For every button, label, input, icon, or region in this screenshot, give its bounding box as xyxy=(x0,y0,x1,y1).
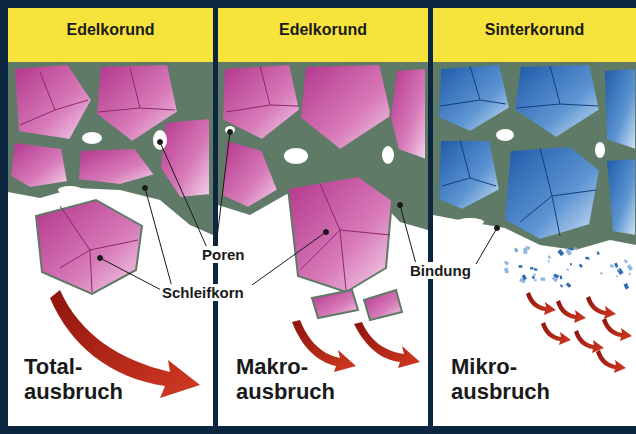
header-text: Edelkorund xyxy=(66,21,154,39)
caption-holder: Makro- ausbruch xyxy=(236,354,366,404)
pink-grains xyxy=(10,64,426,320)
blue-facets xyxy=(440,66,598,236)
header-band: Sinterkorund xyxy=(433,8,636,62)
part-label: Schleifkorn xyxy=(160,284,246,301)
micro-arrows xyxy=(526,292,632,373)
header-band: Edelkorund xyxy=(218,8,428,62)
caption-holder: Total- ausbruch xyxy=(24,354,154,404)
pores xyxy=(58,126,394,194)
breakout-label: Mikro- ausbruch xyxy=(451,354,581,404)
caption-holder: Mikro- ausbruch xyxy=(451,354,581,404)
part-label: Bindung xyxy=(408,262,473,279)
grain-facets xyxy=(20,66,390,292)
pores xyxy=(456,129,605,226)
breakout-label: Total- ausbruch xyxy=(24,354,154,404)
breakout-arrows xyxy=(50,290,420,398)
header-text: Edelkorund xyxy=(279,21,367,39)
header-band: Edelkorund xyxy=(8,8,213,62)
breakout-label: Makro- ausbruch xyxy=(236,354,366,404)
blue-grains xyxy=(438,64,636,240)
header-text: Sinterkorund xyxy=(485,21,585,39)
leader-lines xyxy=(98,130,500,293)
part-label: Poren xyxy=(200,246,247,263)
micro-fragments xyxy=(504,246,633,290)
